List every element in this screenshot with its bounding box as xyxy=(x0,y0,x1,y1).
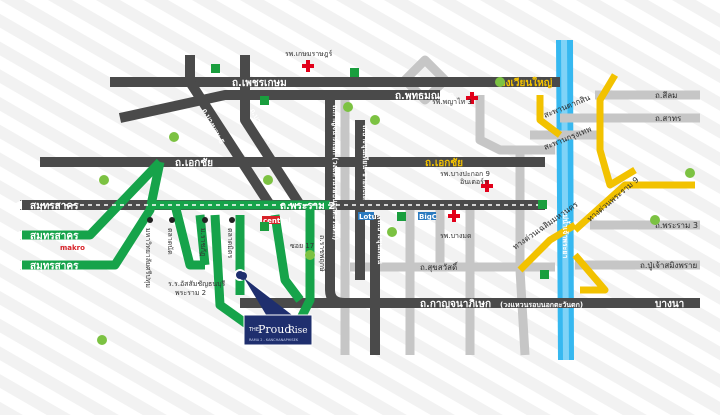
label-bangkhunthian: ถ.บางขุนเทียน xyxy=(376,220,384,264)
svg-text:มหาวิทยาลัยศรีปทุม: มหาวิทยาลัยศรีปทุม xyxy=(144,228,152,288)
bigc-store-icon[interactable]: BigC xyxy=(418,212,437,221)
poi-dot-icon xyxy=(202,217,208,223)
project-name-main: Proud xyxy=(258,323,291,336)
svg-text:central: central xyxy=(263,217,291,225)
label-ekkachai-left: ถ.เอกชัย xyxy=(175,157,213,169)
label-phutthamonthon: ถ.พุทธมณฑล xyxy=(395,91,454,102)
svg-text:ตลาดนัด: ตลาดนัด xyxy=(166,228,174,255)
label-suksawat: ถ.สุขสวัสดิ์ xyxy=(420,261,459,272)
yellow-rama9 xyxy=(572,181,695,233)
svg-text:BigC: BigC xyxy=(419,213,437,221)
road-bangbon3 xyxy=(240,55,305,208)
poi-uni-2[interactable]: ตลาดนัด xyxy=(166,217,175,255)
label-soi17: ซอย 17 xyxy=(290,242,314,250)
project-pin-icon xyxy=(239,272,247,280)
road-pracha-uthit xyxy=(475,95,555,155)
makro-store-icon[interactable]: makro xyxy=(60,244,85,252)
poi-uni-4[interactable]: ตลาดมิตร xyxy=(226,217,235,258)
svg-text:makro: makro xyxy=(60,244,85,252)
hospital-icon xyxy=(448,210,460,222)
project-marker[interactable]: THE Proud Rise RAMA 2 - KANCHANAPHISEK xyxy=(239,272,313,346)
label-ring-road: วงเวียนใหญ่ xyxy=(500,76,553,89)
label-chao-phraya: แม่น้ำเจ้าพระยา xyxy=(561,210,572,259)
label-kanchanaphisek-h: ถ.กาญจนาภิเษก xyxy=(420,298,491,310)
svg-text:รพ.บางมด: รพ.บางมด xyxy=(440,232,472,240)
svg-text:Lotus: Lotus xyxy=(359,213,381,221)
poi-uni-1[interactable]: มหาวิทยาลัยศรีปทุม xyxy=(144,217,153,288)
yellow-lower xyxy=(517,221,577,273)
svg-text:รพ.เกษมราษฎร์: รพ.เกษมราษฎร์ xyxy=(285,50,332,58)
svg-text:ม.ราชภัฏ: ม.ราชภัฏ xyxy=(199,228,207,257)
hospital-icon xyxy=(302,60,314,72)
label-phetkasem: ถ.เพชรเกษม xyxy=(232,78,287,89)
road-bangbon5 xyxy=(185,55,275,208)
project-pointer xyxy=(244,278,296,318)
label-ratchaphruek: ถ.ราชพฤกษ์ xyxy=(318,235,326,272)
label-rama2: ถ.พระราม 2 xyxy=(280,201,335,212)
road-kanchanaphisek-v xyxy=(325,205,346,308)
svg-text:สมุทรสาคร: สมุทรสาคร xyxy=(30,231,79,242)
hospital-icon xyxy=(481,180,493,192)
svg-text:สมุทรสาคร: สมุทรสาคร xyxy=(30,201,79,212)
hospital-bangmot[interactable]: รพ.บางมด xyxy=(440,210,472,240)
samut-sakhon-arrow-1: สมุทรสาคร xyxy=(12,200,79,212)
samut-sakhon-arrow-2: สมุทรสาคร xyxy=(12,230,79,242)
svg-text:ตลาดมิตร: ตลาดมิตร xyxy=(226,228,234,258)
samut-sakhon-arrow-3: สมุทรสาคร xyxy=(12,260,79,272)
road-phutthamonthon-diag xyxy=(118,90,440,123)
yellow-right-loop xyxy=(596,73,637,189)
green-inner-2 xyxy=(270,214,304,303)
poi-dot-icon xyxy=(147,217,153,223)
tree-icon xyxy=(97,77,695,345)
hospital-icon xyxy=(466,92,478,104)
green-ekkachai xyxy=(20,158,164,240)
label-silom: ถ.สีลม xyxy=(655,91,677,100)
central-store-icon[interactable]: central xyxy=(262,216,291,225)
label-kanlapaphruek: ถ.กาญจนาภิเษก (วงแหวนรอบนอกตะวันตก) xyxy=(331,105,339,240)
svg-text:อินเตอร์ฯ: อินเตอร์ฯ xyxy=(460,178,488,186)
poi-dot-icon xyxy=(229,217,235,223)
green-branch-2 xyxy=(195,214,210,266)
poi-uni-3[interactable]: ม.ราชภัฏ xyxy=(199,217,208,257)
seven-eleven-icon xyxy=(211,64,549,279)
lotus-store-icon[interactable]: Lotus xyxy=(358,212,381,221)
label-pu-chao: ถ.ปู่เจ้าสมิงพราย xyxy=(640,261,697,271)
svg-text:พระราม 2: พระราม 2 xyxy=(175,289,206,297)
hospital-phyathai3[interactable]: รพ.พญาไท 3 xyxy=(432,92,478,106)
project-name-suffix: Rise xyxy=(288,326,308,336)
label-rama3: ถ.พระราม 3 xyxy=(655,221,698,230)
svg-text:รพ.พญาไท 3: รพ.พญาไท 3 xyxy=(432,97,472,106)
label-sathon: ถ.สาทร xyxy=(655,114,682,123)
hospital-bangpakok9[interactable]: รพ.บางปะกอก 9 อินเตอร์ฯ xyxy=(440,170,493,192)
poi-dot-icon xyxy=(169,217,175,223)
yellow-expressway xyxy=(517,73,695,294)
project-box xyxy=(243,314,313,346)
svg-text:ร.ร.อัสสัมชัญธนบุรี: ร.ร.อัสสัมชัญธนบุรี xyxy=(168,280,226,288)
project-tagline: RAMA 2 - KANCHANAPHISEK xyxy=(249,338,299,342)
yellow-main xyxy=(536,95,563,138)
green-branch-1 xyxy=(170,203,205,270)
label-bangna: บางนา xyxy=(655,299,684,310)
svg-text:สมุทรสาคร: สมุทรสาคร xyxy=(30,261,79,272)
green-samut-bottom xyxy=(20,161,165,270)
road-suksawat-v xyxy=(515,150,530,356)
label-ekkachai-right: ถ.เอกชัย xyxy=(425,157,463,169)
svg-text:รพ.บางปะกอก 9: รพ.บางปะกอก 9 xyxy=(440,170,490,178)
yellow-bottom xyxy=(572,252,609,294)
label-kanchanaphisek-h-note: (วงแหวนรอบนอกตะวันตก) xyxy=(500,301,583,309)
hospital-kasemrad[interactable]: รพ.เกษมราษฎร์ xyxy=(285,50,332,72)
project-name-prefix: THE xyxy=(248,327,259,333)
label-bangkhunthian-chaitalay: ถ.บางขุนเทียน-ชายทะเล xyxy=(361,125,369,200)
